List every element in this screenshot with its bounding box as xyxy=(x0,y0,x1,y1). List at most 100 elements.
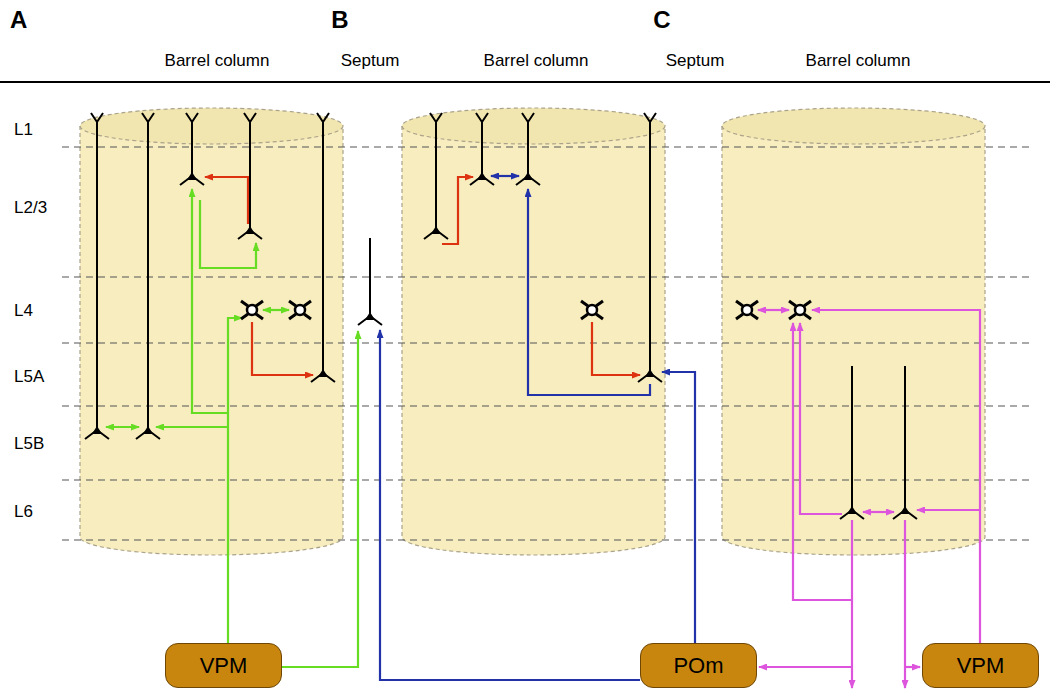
stellate-dendrite xyxy=(241,314,248,319)
stellate-neuron xyxy=(587,305,597,315)
pyramidal-neuron xyxy=(238,113,262,239)
nucleus-name: VPM xyxy=(200,653,248,679)
column-outline xyxy=(80,126,343,555)
pyramidal-soma xyxy=(318,369,328,377)
pyramidal-neuron xyxy=(516,113,540,185)
stellate-dendrite xyxy=(751,314,758,319)
stellate-dendrite xyxy=(736,314,743,319)
layer-label: L5A xyxy=(14,368,44,387)
panel-letter: C xyxy=(653,7,670,33)
axon-projection xyxy=(282,331,358,667)
thalamic-nucleus: POm xyxy=(640,643,757,688)
panel-letter: A xyxy=(10,7,27,33)
stellate-neuron xyxy=(742,305,752,315)
layer-boundary xyxy=(62,405,1032,406)
pyramidal-soma xyxy=(847,506,857,514)
axon-projection xyxy=(812,310,980,643)
pyramidal-neuron xyxy=(893,366,917,519)
stellate-dendrite xyxy=(289,314,296,319)
layer-label: L4 xyxy=(14,302,33,321)
stellate-dendrite xyxy=(256,314,263,319)
pyramidal-soma xyxy=(900,506,910,514)
layer-label: L6 xyxy=(14,503,33,522)
axon-projection xyxy=(228,243,256,268)
pyramidal-neuron xyxy=(470,113,494,185)
column-top xyxy=(722,108,985,144)
pyramidal-neuron xyxy=(311,113,335,382)
panel-letter: B xyxy=(331,7,348,33)
column-body xyxy=(402,126,665,537)
layer-boundary xyxy=(62,146,1032,147)
pyramidal-neuron xyxy=(85,113,109,439)
pyramidal-soma xyxy=(92,426,102,434)
pyramidal-neuron xyxy=(180,113,204,185)
axon-projection xyxy=(905,666,920,668)
pyramidal-soma xyxy=(431,226,441,234)
header-rule xyxy=(0,81,1050,83)
axon-projection xyxy=(758,309,789,311)
axon-projection xyxy=(106,426,139,428)
axon-projection xyxy=(491,175,519,177)
axon-projection xyxy=(851,520,853,688)
pyramidal-neuron xyxy=(638,113,662,382)
column-outline xyxy=(402,126,665,555)
pyramidal-soma xyxy=(365,312,375,320)
axon-projection xyxy=(252,322,313,375)
pyramidal-soma xyxy=(143,426,153,434)
pyramidal-neuron xyxy=(424,113,448,239)
stellate-neuron xyxy=(295,305,305,315)
stellate-dendrite xyxy=(789,301,796,306)
axon-projection xyxy=(793,323,852,600)
axon-projection xyxy=(263,309,289,311)
nucleus-name: POm xyxy=(673,653,723,679)
axon-projection xyxy=(592,322,640,375)
layer-boundary xyxy=(62,276,1032,277)
column-body xyxy=(722,126,985,537)
column-top xyxy=(80,108,343,144)
pyramidal-soma xyxy=(645,369,655,377)
column-outline xyxy=(722,126,985,555)
pyramidal-soma xyxy=(477,172,487,180)
region-label: Barrel column xyxy=(484,52,589,71)
stellate-dendrite xyxy=(736,301,743,306)
thalamic-nucleus: VPM xyxy=(165,643,282,688)
axon-projection xyxy=(904,520,906,688)
stellate-dendrite xyxy=(804,314,811,319)
layer-label: L5B xyxy=(14,435,44,454)
axon-projection xyxy=(528,189,650,395)
pyramidal-neuron xyxy=(136,113,160,439)
stellate-dendrite xyxy=(789,314,796,319)
axon-projection xyxy=(759,666,852,668)
pyramidal-soma xyxy=(187,172,197,180)
axon-projection xyxy=(800,323,842,514)
stellate-dendrite xyxy=(581,301,588,306)
stellate-dendrite xyxy=(804,301,811,306)
stellate-dendrite xyxy=(241,301,248,306)
axon-projection xyxy=(156,426,228,428)
stellate-dendrite xyxy=(289,301,296,306)
axon-projection xyxy=(863,511,894,513)
stellate-dendrite xyxy=(751,301,758,306)
layer-boundary xyxy=(62,342,1032,343)
axon-projection xyxy=(662,372,695,643)
axon-projection xyxy=(917,509,980,511)
axon-projection xyxy=(200,200,228,268)
layer-boundary xyxy=(62,539,1032,540)
thalamic-nucleus: VPM xyxy=(922,643,1039,688)
pyramidal-soma xyxy=(523,172,533,180)
axon-projection xyxy=(192,189,228,413)
axon-projection xyxy=(205,177,248,224)
layer-label: L2/3 xyxy=(14,199,47,218)
pyramidal-neuron xyxy=(358,238,382,325)
column-body xyxy=(80,126,343,537)
region-label: Septum xyxy=(341,52,400,71)
axon-projection xyxy=(228,318,242,643)
stellate-dendrite xyxy=(596,314,603,319)
region-label: Barrel column xyxy=(806,52,911,71)
stellate-dendrite xyxy=(256,301,263,306)
region-label: Septum xyxy=(666,52,725,71)
region-label: Barrel column xyxy=(165,52,270,71)
stellate-neuron xyxy=(247,305,257,315)
nucleus-name: VPM xyxy=(957,653,1005,679)
